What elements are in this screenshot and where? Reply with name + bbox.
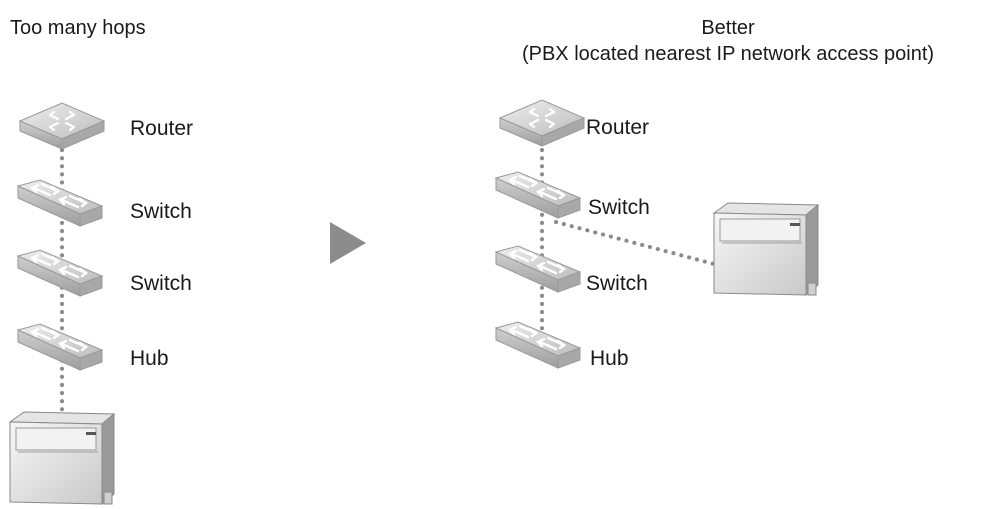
arrow-right-icon: [330, 222, 366, 264]
switch-icon: [494, 170, 582, 220]
hub-icon: [16, 322, 104, 372]
right-switch2-label: Switch: [586, 272, 648, 295]
router-icon: [498, 98, 586, 148]
right-router-label: Router: [586, 116, 650, 139]
pbx-icon: [9, 411, 115, 505]
switch-icon: [16, 178, 104, 228]
switch-icon: [494, 244, 582, 294]
right-panel-subtitle: (PBX located nearest IP network access p…: [521, 43, 935, 65]
pbx-icon: [713, 202, 819, 296]
right-switch1-label: Switch: [588, 196, 650, 219]
left-switch1-label: Switch: [130, 200, 192, 223]
hub-icon: [494, 320, 582, 370]
right-panel: Better (PBX located nearest IP network a…: [470, 0, 986, 509]
left-panel: Too many hops Router Switch Switch Hub: [0, 0, 320, 509]
right-panel-title: Better: [701, 17, 755, 39]
right-hub-label: Hub: [590, 347, 629, 370]
left-panel-title: Too many hops: [10, 17, 146, 39]
left-hub-label: Hub: [130, 347, 169, 370]
left-switch2-label: Switch: [130, 272, 192, 295]
router-icon: [18, 101, 106, 151]
left-router-label: Router: [130, 117, 194, 140]
switch-icon: [16, 248, 104, 298]
